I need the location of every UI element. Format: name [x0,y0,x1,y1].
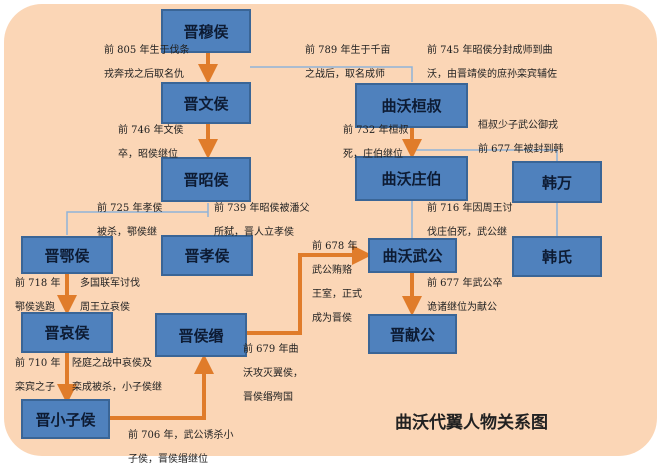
node-jin-mu: 晋穆侯 [161,9,251,53]
arrow-min-to-wugong [246,245,372,335]
note-zhao-killed: 前 739 年昭侯被潘父所弑，晋人立孝侯 [214,203,310,238]
note-luanbin-son: 前 710 年栾宾之子 [15,358,61,393]
node-jin-e: 晋鄂侯 [21,236,113,274]
diagram-title: 曲沃代翼人物关系图 [395,413,548,433]
node-jin-xiangong: 晋献公 [368,314,457,354]
note-xiao-killed: 前 725 年孝侯被杀，鄂侯继 [97,203,163,238]
arrow-xiaozi-to-min [110,354,214,420]
note-quwo-enfeoff: 前 745 年昭侯分封成师到曲沃，由晋靖侯的庶孙栾宾辅佐 [427,45,557,80]
node-han-wan: 韩万 [512,161,602,203]
line-zhao-to-e [66,211,208,235]
note-e-flee: 前 718 年鄂侯逃跑 [15,278,61,313]
node-jin-min: 晋侯缗 [155,313,247,357]
diagram-background [4,4,657,456]
note-wugong-bribe: 前 678 年武公贿赂王室，正式成为晋侯 [312,241,362,324]
note-chengshi-birth: 前 789 年生于千亩之战后，取名成师 [305,45,391,80]
node-quwo-huanshu: 曲沃桓叔 [355,83,468,128]
note-huanshu-death: 前 732 年桓叔死，庄伯继位 [343,125,409,160]
note-zhuangbo-death: 前 716 年因周王讨伐庄伯死，武公继 [427,203,513,238]
note-xingting-battle: 陉庭之战中哀侯及栾成被杀，小子侯继 [72,358,162,393]
node-han-shi: 韩氏 [512,236,602,277]
note-ai-enthroned: 多国联军讨伐周王立哀侯 [80,278,140,313]
connector-lines [57,52,558,420]
line-wen-to-huanshu [250,66,413,82]
note-han-enfeoff: 桓叔少子武公御戎前 677 年被封到韩 [478,120,564,155]
node-jin-ai: 晋哀侯 [21,312,113,353]
note-mu-birth: 前 805 年生于伐条戎奔戎之后取名仇 [104,45,190,80]
note-xiaozi-killed: 前 706 年，武公诱杀小子侯，晋侯缗继位 [128,430,234,465]
note-yi-destroyed: 前 679 年曲沃攻灭翼侯，晋侯缗殉国 [243,344,303,403]
node-jin-xiao: 晋孝侯 [161,235,253,276]
node-jin-zhao: 晋昭侯 [161,157,251,202]
node-jin-wen: 晋文侯 [161,82,251,124]
node-quwo-wugong: 曲沃武公 [368,238,457,273]
note-wugong-death: 前 677 年武公卒诡诸继位为献公 [427,278,503,313]
node-quwo-zhuangbo: 曲沃庄伯 [355,156,468,201]
node-jin-xiaozi: 晋小子侯 [21,399,110,439]
note-wen-death: 前 746 年文侯卒，昭侯继位 [118,125,184,160]
